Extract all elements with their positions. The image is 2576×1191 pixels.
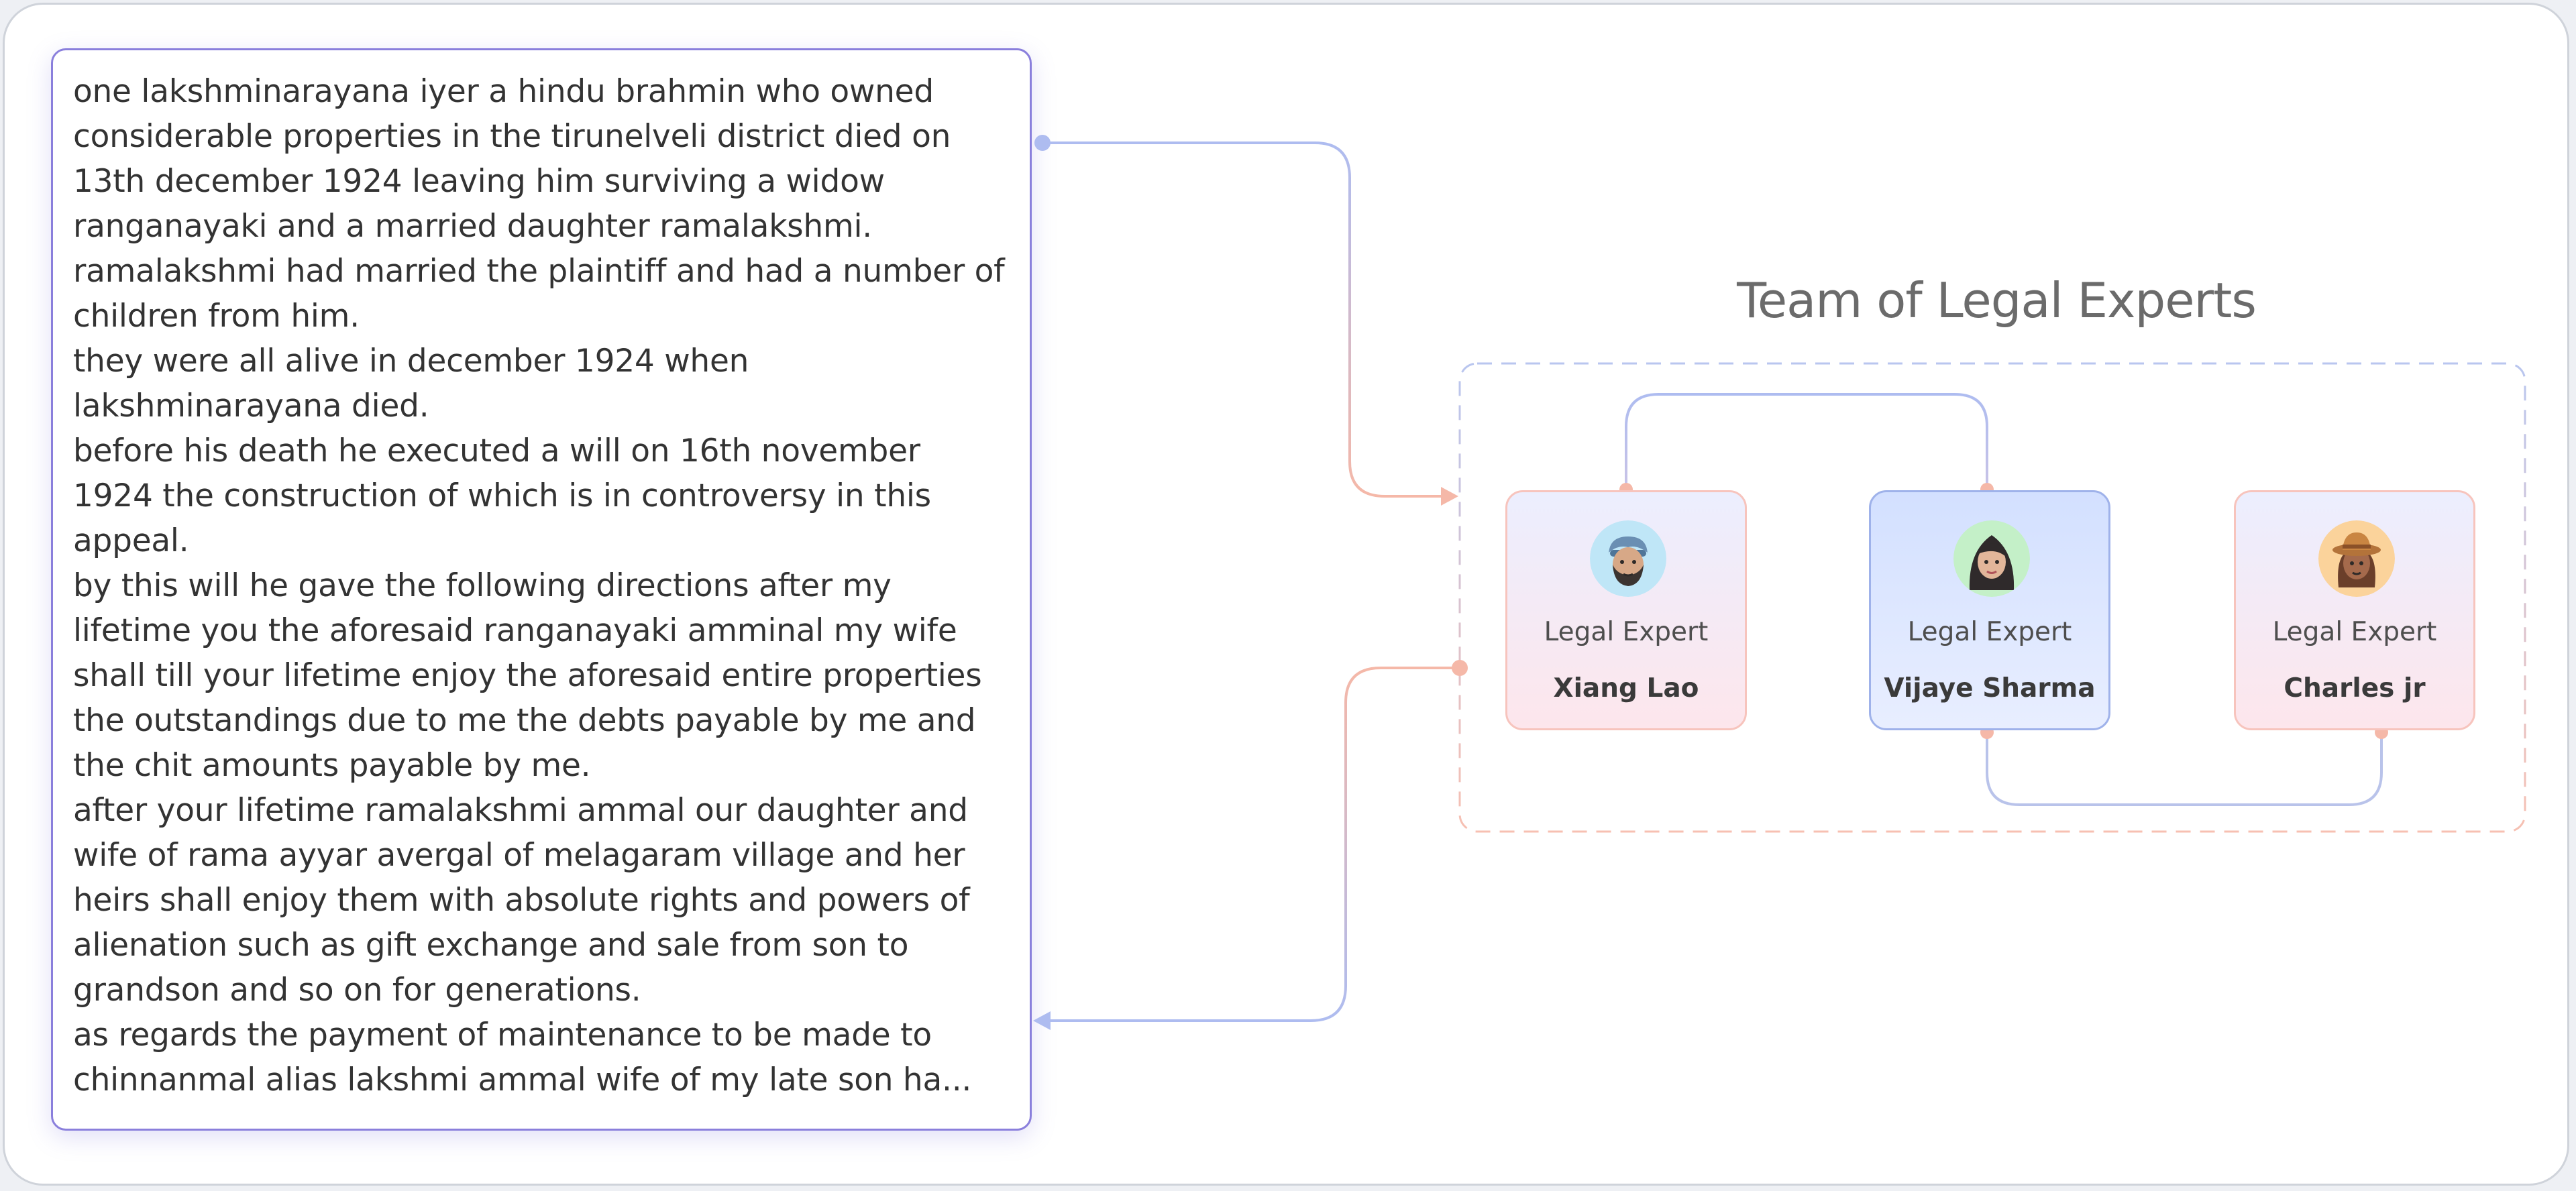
output-arrowhead xyxy=(1033,1011,1051,1030)
case-paragraph: before his death he executed a will on 1… xyxy=(73,433,931,559)
team-boundary-box xyxy=(1458,362,2526,833)
expert-name: Charles jr xyxy=(2284,673,2426,703)
case-paragraph: by this will he gave the following direc… xyxy=(73,567,982,784)
case-text-panel: one lakshminarayana iyer a hindu brahmin… xyxy=(51,48,1032,1131)
case-paragraph: one lakshminarayana iyer a hindu brahmin… xyxy=(73,73,951,245)
case-paragraph: after your lifetime ramalakshmi ammal ou… xyxy=(73,792,970,1009)
expert-card-vijaye-sharma[interactable]: Legal Expert Vijaye Sharma xyxy=(1869,490,2110,730)
case-paragraph: they were all alive in december 1924 whe… xyxy=(73,343,749,424)
bearded-man-memoji-icon xyxy=(1590,520,1666,597)
hat-wearing-memoji-icon xyxy=(2318,520,2395,597)
output-connector xyxy=(1051,667,1460,1022)
woman-memoji-icon xyxy=(1953,520,2030,597)
expert-link-bottom xyxy=(1986,732,2383,806)
expert-link-top xyxy=(1625,393,1988,490)
expert-name: Vijaye Sharma xyxy=(1884,673,2096,703)
output-connector-start-dot xyxy=(1452,660,1468,676)
input-connector-start-dot xyxy=(1034,135,1051,151)
expert-role: Legal Expert xyxy=(1907,617,2072,647)
expert-name: Xiang Lao xyxy=(1553,673,1699,703)
input-arrowhead xyxy=(1441,487,1458,506)
expert-card-xiang-lao[interactable]: Legal Expert Xiang Lao xyxy=(1505,490,1747,730)
expert-role: Legal Expert xyxy=(2272,617,2437,647)
input-connector xyxy=(1042,141,1442,498)
case-paragraph: ramalakshmi had married the plaintiff an… xyxy=(73,253,1005,335)
expert-card-charles-jr[interactable]: Legal Expert Charles jr xyxy=(2234,490,2475,730)
expert-role: Legal Expert xyxy=(1544,617,1709,647)
case-paragraph: as regards the payment of maintenance to… xyxy=(73,1017,972,1098)
team-title: Team of Legal Experts xyxy=(1737,272,2257,329)
